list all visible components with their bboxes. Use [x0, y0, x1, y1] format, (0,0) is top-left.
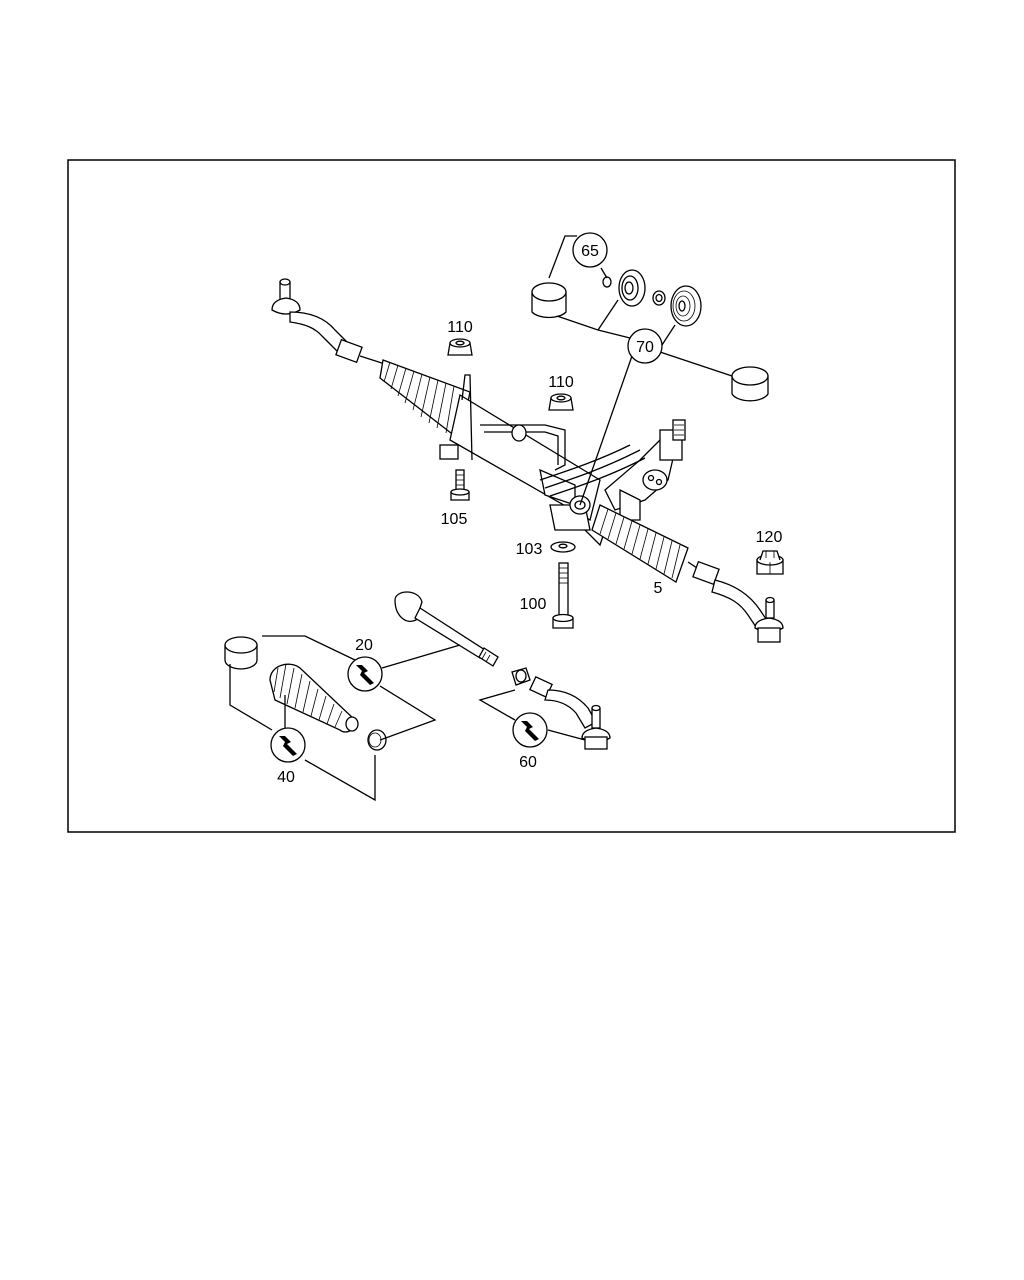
- castle-nut-120[interactable]: [756, 550, 784, 575]
- wrench-icon: [270, 727, 306, 763]
- seal-kit-parts[interactable]: [531, 269, 769, 402]
- kit-65-callout-circle: [572, 232, 608, 268]
- nut-110-right[interactable]: [548, 393, 574, 411]
- right-tie-rod-end: [687, 560, 784, 643]
- callout-110-left[interactable]: 110: [447, 319, 473, 336]
- callout-65[interactable]: 65: [581, 243, 599, 260]
- bolt-105[interactable]: [450, 469, 470, 501]
- callout-110-right[interactable]: 110: [548, 374, 574, 391]
- callout-60[interactable]: 60: [519, 754, 537, 771]
- nut-110-left[interactable]: [447, 338, 473, 356]
- bolt-100[interactable]: [552, 562, 574, 629]
- lower-cap[interactable]: [224, 636, 258, 670]
- callout-5[interactable]: 5: [654, 580, 663, 597]
- kit-70-callout-circle: [627, 328, 663, 364]
- wrench-icon: [347, 656, 383, 692]
- rack-housing: [439, 374, 601, 531]
- callout-105[interactable]: 105: [441, 511, 468, 528]
- left-tie-rod-end: [271, 278, 386, 365]
- washer-103[interactable]: [550, 541, 576, 553]
- callout-70[interactable]: 70: [636, 339, 654, 356]
- pinion-valve-housing: [539, 419, 686, 547]
- diagram-frame: [67, 159, 956, 833]
- callout-103[interactable]: 103: [516, 541, 543, 558]
- callout-120[interactable]: 120: [756, 529, 783, 546]
- lock-nut[interactable]: [511, 667, 531, 686]
- steering-rack-assembly[interactable]: [271, 278, 784, 643]
- inner-tie-rod[interactable]: [394, 591, 499, 667]
- wrench-icon: [512, 712, 548, 748]
- outer-tie-rod-end[interactable]: [529, 675, 611, 750]
- leader-lines: [229, 235, 733, 802]
- callout-100[interactable]: 100: [520, 596, 547, 613]
- callout-40[interactable]: 40: [277, 769, 295, 786]
- clamp-ring[interactable]: [367, 729, 387, 751]
- callout-20[interactable]: 20: [355, 637, 373, 654]
- lower-bellows[interactable]: [269, 663, 359, 733]
- right-bellows: [591, 504, 689, 583]
